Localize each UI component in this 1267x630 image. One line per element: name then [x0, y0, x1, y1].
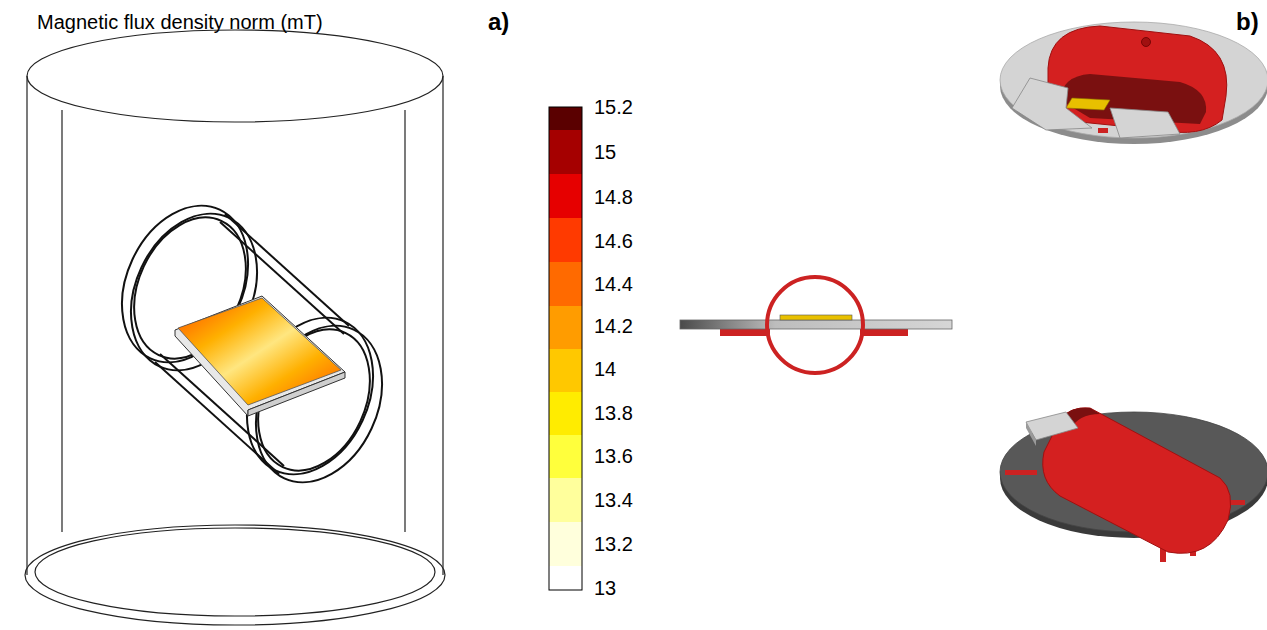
- colorbar-tick: 15: [594, 141, 616, 163]
- color-bar: [549, 107, 582, 590]
- sample: [780, 315, 852, 320]
- sample-plate: [175, 296, 345, 416]
- leg: [1005, 470, 1037, 475]
- panel-label: a): [488, 9, 509, 35]
- holder-arm: [1110, 108, 1180, 138]
- holder-arm: [1012, 78, 1092, 130]
- colorbar-tick: 14: [594, 358, 616, 380]
- coil-section: [767, 277, 863, 373]
- coil-pair: [98, 185, 406, 503]
- colorbar-tick: 13.8: [594, 402, 633, 424]
- cross-section: [680, 277, 952, 373]
- render-top: [1000, 22, 1267, 144]
- panel-label: b): [1236, 9, 1259, 35]
- cylinder-edge: [61, 110, 62, 532]
- domain-cylinder: [25, 30, 445, 625]
- cylinder-top: [27, 30, 443, 122]
- colorbar-tick: 13.2: [594, 533, 633, 555]
- hole: [1142, 38, 1151, 47]
- colorbar-tick: 13: [594, 577, 616, 599]
- colorbar-tick: 14.2: [594, 315, 633, 337]
- colorbar-tick: 14.8: [594, 186, 633, 208]
- flange: [860, 329, 908, 336]
- cylinder-bottom-inner: [35, 528, 435, 616]
- cylinder-edge: [442, 76, 443, 575]
- substrate: [175, 296, 345, 416]
- cylinder-edge: [26, 76, 27, 575]
- flux-density-map: [178, 298, 341, 405]
- flange: [720, 329, 770, 336]
- colorbar-tick: 15.2: [594, 96, 633, 118]
- holder-arm: [1026, 412, 1078, 440]
- holder-plate: [680, 320, 952, 329]
- render-bottom: [1000, 408, 1267, 562]
- sample: [1066, 98, 1110, 110]
- colorbar-tick: 13.4: [594, 489, 633, 511]
- color-bar-frame: [549, 107, 582, 590]
- plot-title: Magnetic flux density norm (mT): [37, 11, 323, 33]
- colorbar-tick: 14.4: [594, 273, 633, 295]
- cylinder-edge: [404, 110, 405, 532]
- disc: [1000, 22, 1267, 138]
- colorbar-tick: 14.6: [594, 230, 633, 252]
- colorbar-tick: 13.6: [594, 445, 633, 467]
- leg: [1098, 128, 1108, 133]
- holder-arm-edge: [1026, 422, 1036, 446]
- cylinder-bottom: [25, 525, 445, 625]
